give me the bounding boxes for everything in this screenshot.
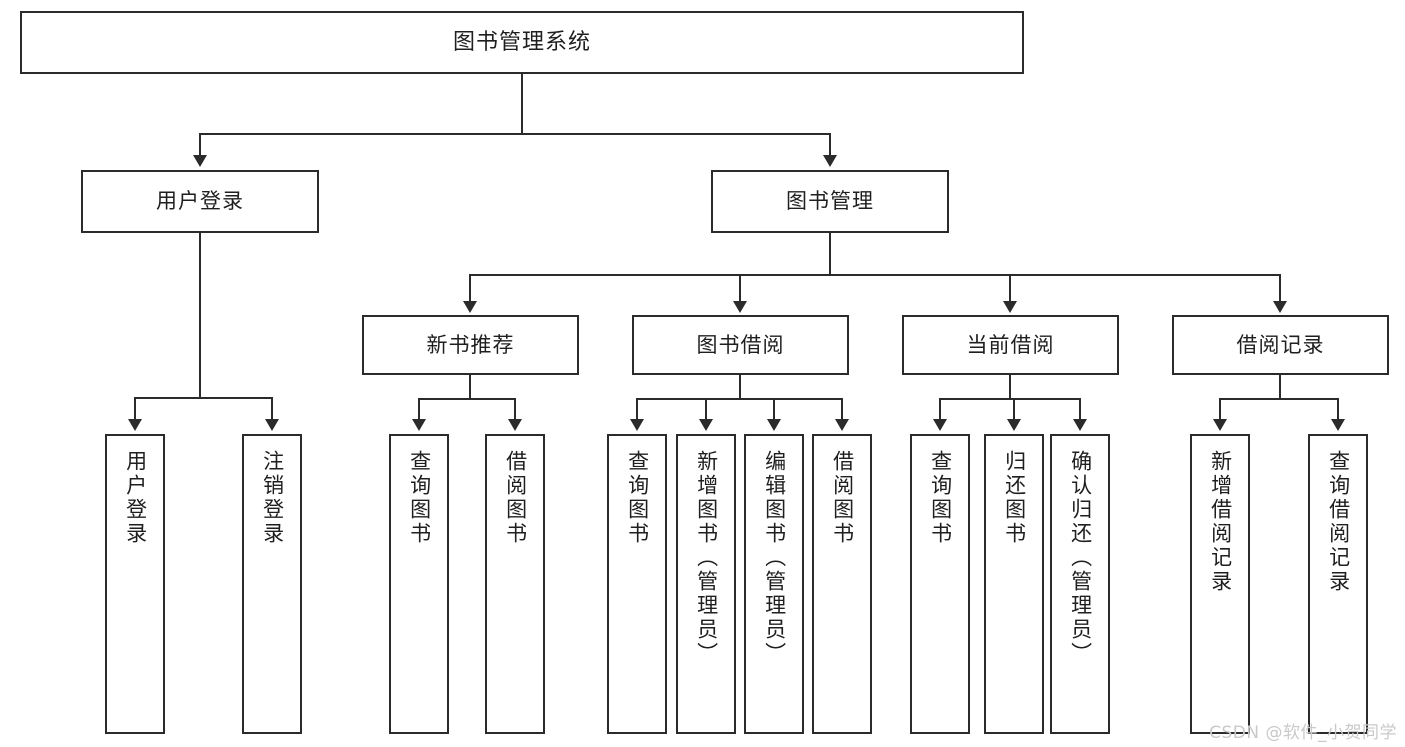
connector-bb-to-l1 [636, 398, 638, 419]
node-book-manage-label: 图书管理 [786, 189, 874, 214]
node-leaf-add-book[interactable]: 新增图书（管理员） [676, 434, 736, 734]
connector-root-to-book-manage [829, 133, 831, 155]
connector-user-login-to-leaf1 [134, 397, 136, 419]
arrow-root-to-book-manage [823, 155, 837, 167]
connector-bb-to-l2 [705, 398, 707, 419]
arrow-cb-to-confirm-return [1073, 419, 1087, 431]
node-new-book-rec[interactable]: 新书推荐 [362, 315, 579, 375]
node-leaf-user-logout-label: 注销登录 [260, 450, 285, 546]
connector-bm-to-n4 [1279, 274, 1281, 301]
connector-root-to-user-login [199, 133, 201, 155]
node-leaf-user-logout[interactable]: 注销登录 [242, 434, 302, 734]
connector-user-login-down [199, 233, 201, 398]
arrow-bm-to-new-book-rec [463, 301, 477, 313]
node-leaf-return-book-label: 归还图书 [1002, 450, 1027, 546]
node-leaf-query-book-2-label: 查询图书 [625, 450, 650, 546]
node-leaf-query-book-2[interactable]: 查询图书 [607, 434, 667, 734]
arrow-bm-to-borrow-record [1273, 301, 1287, 313]
connector-book-borrow-down [739, 375, 741, 399]
node-user-login[interactable]: 用户登录 [81, 170, 319, 233]
connector-nbr-to-l1 [418, 398, 420, 419]
arrow-user-login-to-leaf2 [265, 419, 279, 431]
node-leaf-add-book-label: 新增图书（管理员） [694, 450, 719, 666]
node-leaf-query-book-1-label: 查询图书 [407, 450, 432, 546]
node-leaf-add-borrow-rec[interactable]: 新增借阅记录 [1190, 434, 1250, 734]
node-root-label: 图书管理系统 [452, 29, 591, 55]
connector-cb-to-l3 [1079, 398, 1081, 419]
connector-user-login-bus [134, 397, 273, 399]
connector-root-bus [199, 133, 831, 135]
arrow-nbr-to-query-book [412, 419, 426, 431]
node-leaf-query-book-1[interactable]: 查询图书 [389, 434, 449, 734]
arrow-nbr-to-borrow-book [508, 419, 522, 431]
node-leaf-edit-book[interactable]: 编辑图书（管理员） [744, 434, 804, 734]
node-leaf-confirm-return[interactable]: 确认归还（管理员） [1050, 434, 1110, 734]
connector-new-book-rec-bus [418, 398, 515, 400]
node-leaf-user-login-label: 用户登录 [123, 450, 148, 546]
arrow-br-to-add-record [1213, 419, 1227, 431]
node-root[interactable]: 图书管理系统 [20, 11, 1024, 74]
connector-book-borrow-bus [636, 398, 842, 400]
node-book-borrow-label: 图书借阅 [696, 332, 785, 357]
connector-cb-to-l1 [939, 398, 941, 419]
node-user-login-label: 用户登录 [156, 189, 244, 214]
connector-current-borrow-bus [939, 398, 1081, 400]
connector-bm-to-n3 [1009, 274, 1011, 301]
node-borrow-record[interactable]: 借阅记录 [1172, 315, 1389, 375]
node-leaf-return-book[interactable]: 归还图书 [984, 434, 1044, 734]
arrow-bb-to-add-book [699, 419, 713, 431]
node-new-book-rec-label: 新书推荐 [426, 332, 515, 357]
arrow-bm-to-current-borrow [1003, 301, 1017, 313]
node-leaf-borrow-book-1[interactable]: 借阅图书 [485, 434, 545, 734]
arrow-user-login-to-leaf1 [128, 419, 142, 431]
arrow-bb-to-query-book [630, 419, 644, 431]
connector-nbr-to-l2 [514, 398, 516, 419]
node-leaf-borrow-book-2[interactable]: 借阅图书 [812, 434, 872, 734]
connector-book-manage-bus [469, 274, 1281, 276]
node-leaf-query-book-3[interactable]: 查询图书 [910, 434, 970, 734]
node-borrow-record-label: 借阅记录 [1236, 332, 1325, 357]
connector-br-to-l1 [1219, 398, 1221, 419]
connector-current-borrow-down [1009, 375, 1011, 399]
node-leaf-edit-book-label: 编辑图书（管理员） [762, 450, 787, 666]
connector-borrow-record-bus [1219, 398, 1338, 400]
node-leaf-confirm-return-label: 确认归还（管理员） [1068, 450, 1093, 666]
connector-bm-to-n1 [469, 274, 471, 301]
arrow-cb-to-query-book [933, 419, 947, 431]
arrow-bb-to-borrow-book [835, 419, 849, 431]
node-current-borrow-label: 当前借阅 [966, 332, 1055, 357]
node-leaf-query-borrow-rec[interactable]: 查询借阅记录 [1308, 434, 1368, 734]
connector-br-to-l2 [1337, 398, 1339, 419]
connector-bb-to-l3 [773, 398, 775, 419]
node-leaf-borrow-book-1-label: 借阅图书 [503, 450, 528, 546]
arrow-bm-to-book-borrow [733, 301, 747, 313]
watermark-text: CSDN @软件_小贺同学 [1209, 723, 1397, 743]
node-leaf-query-borrow-rec-label: 查询借阅记录 [1326, 450, 1351, 594]
node-current-borrow[interactable]: 当前借阅 [902, 315, 1119, 375]
arrow-root-to-user-login [193, 155, 207, 167]
arrow-cb-to-return-book [1007, 419, 1021, 431]
arrow-bb-to-edit-book [767, 419, 781, 431]
node-book-borrow[interactable]: 图书借阅 [632, 315, 849, 375]
connector-root-down [521, 74, 523, 134]
connector-bm-to-n2 [739, 274, 741, 301]
connector-borrow-record-down [1279, 375, 1281, 399]
connector-user-login-to-leaf2 [271, 397, 273, 419]
node-leaf-user-login[interactable]: 用户登录 [105, 434, 165, 734]
connector-book-manage-down [829, 233, 831, 275]
connector-bb-to-l4 [841, 398, 843, 419]
connector-cb-to-l2 [1013, 398, 1015, 419]
arrow-br-to-query-record [1331, 419, 1345, 431]
node-leaf-borrow-book-2-label: 借阅图书 [830, 450, 855, 546]
connector-new-book-rec-down [469, 375, 471, 399]
node-leaf-query-book-3-label: 查询图书 [928, 450, 953, 546]
node-leaf-add-borrow-rec-label: 新增借阅记录 [1208, 450, 1233, 594]
node-book-manage[interactable]: 图书管理 [711, 170, 949, 233]
